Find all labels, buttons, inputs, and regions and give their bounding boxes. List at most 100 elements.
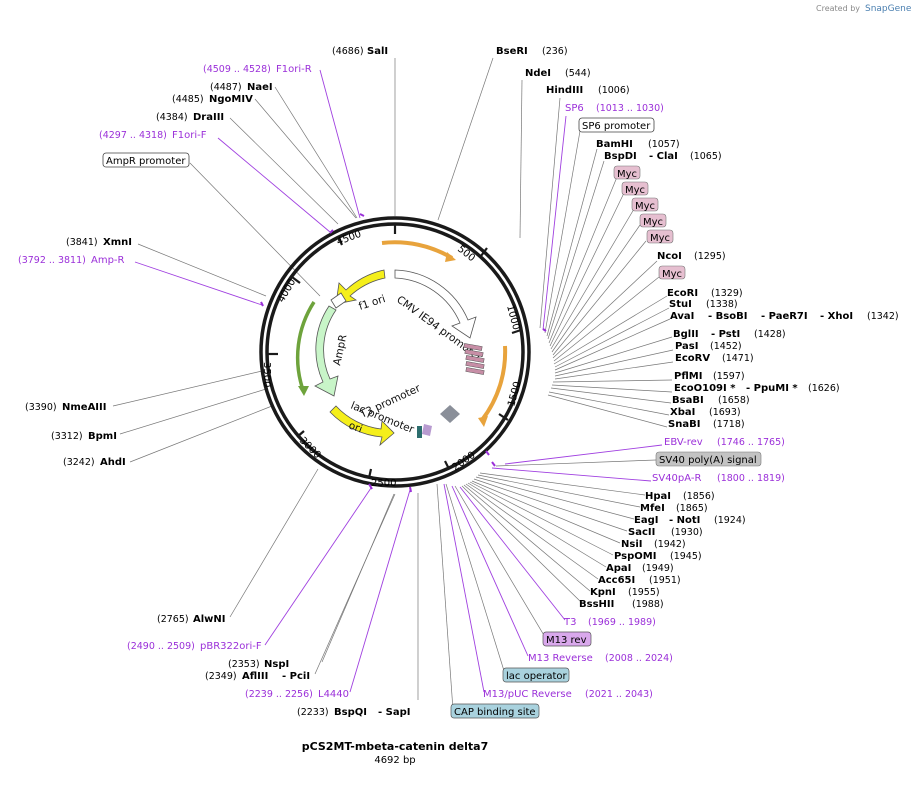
alwni-pos: (2765)	[157, 614, 189, 625]
pflmi-label: PflMI	[674, 371, 702, 382]
tick-3500: 3500	[261, 362, 272, 387]
t3-pos: (1969 .. 1989)	[588, 617, 656, 628]
ngomiv-label: NgoMIV	[209, 94, 253, 105]
mfei-label: MfeI	[640, 503, 665, 514]
ndei-pos: (544)	[565, 68, 591, 79]
afliii-label: AflIII	[242, 671, 268, 682]
xbai-label: XbaI	[670, 407, 695, 418]
ecori-pos: (1329)	[711, 288, 743, 299]
xmni-label: XmnI	[103, 237, 132, 248]
hpai-pos: (1856)	[683, 491, 715, 502]
ecorv-label: EcoRV	[675, 353, 710, 364]
sv40pa-r-pos: (1800 .. 1819)	[717, 473, 785, 484]
orange-arc-top	[381, 240, 454, 260]
alwni-label: AlwNI	[193, 614, 226, 625]
sv40-polya-mark	[440, 405, 460, 423]
lac-operator-mark	[417, 426, 422, 438]
noti-label: - NotI	[669, 515, 700, 526]
pcii-label: - PciI	[282, 671, 310, 682]
pspomi-pos: (1945)	[670, 551, 702, 562]
pasi-label: PasI	[675, 341, 698, 352]
ahdi-pos: (3242)	[63, 457, 95, 468]
ebv-rev-label: EBV-rev	[664, 437, 703, 448]
cmv-promoter-arrow	[394, 269, 477, 339]
primer-markers	[260, 213, 547, 493]
ampr-promoter-arrow	[330, 292, 347, 309]
ecoo109i-pos: (1626)	[808, 383, 840, 394]
nmeaiii-pos: (3390)	[25, 402, 57, 413]
f1ori-r-label: F1ori-R	[276, 64, 312, 75]
stui-pos: (1338)	[706, 299, 738, 310]
amp-r-label: Amp-R	[91, 255, 125, 266]
nsii-label: NsiI	[621, 539, 642, 550]
backbone-outer-ring	[259, 216, 531, 488]
snapgene-logo: SnapGene	[865, 4, 912, 14]
kpni-label: KpnI	[590, 587, 616, 598]
f1ori-f-pos: (4297 .. 4318)	[99, 130, 167, 141]
naei-label: NaeI	[247, 82, 273, 93]
ampr-label: AmpR	[331, 333, 349, 366]
sp6-pos: (1013 .. 1030)	[596, 103, 664, 114]
pflmi-pos: (1597)	[713, 371, 745, 382]
avai-label: AvaI	[670, 311, 694, 322]
ppumi-label: - PpuMI *	[746, 383, 798, 394]
avai-pos: (1342)	[867, 311, 899, 322]
cap-binding-box	[450, 703, 540, 719]
f1ori-r-pos: (4509 .. 4528)	[203, 64, 271, 75]
lac-operator-box	[502, 667, 570, 683]
afliii-pos: (2349)	[205, 671, 237, 682]
kpni-pos: (1955)	[628, 587, 660, 598]
tick-1000: 1000	[504, 304, 521, 331]
sali-label: SalI	[367, 46, 388, 57]
mfei-pos: (1865)	[676, 503, 708, 514]
ampr-promoter-label: AmpR promoter	[106, 156, 186, 167]
myc-box-2: Myc	[625, 185, 645, 196]
cap-binding-label: CAP binding site	[454, 707, 536, 718]
hindiii-label: HindIII	[546, 85, 583, 96]
pspomi-label: PspOMI	[614, 551, 656, 562]
pasi-pos: (1452)	[710, 341, 742, 352]
sp6-label: SP6	[565, 103, 584, 114]
snabi-pos: (1718)	[713, 419, 745, 430]
m13-puc-reverse-label: M13/pUC Reverse	[483, 689, 572, 700]
m13-reverse-label: M13 Reverse	[528, 653, 593, 664]
sapi-label: - SapI	[378, 707, 410, 718]
ori-arrow	[329, 405, 395, 447]
tick-2500: 2500	[371, 478, 396, 489]
bsshii-label: BssHII	[579, 599, 614, 610]
myc-box-1: Myc	[617, 169, 637, 180]
m13-reverse-pos: (2008 .. 2024)	[605, 653, 673, 664]
tick-2000: 2000	[450, 450, 477, 474]
sp6-promoter-box	[578, 117, 655, 133]
l4440-label: L4440	[318, 689, 349, 700]
clai-label: - ClaI	[649, 151, 678, 162]
myc-box-5: Myc	[650, 233, 670, 244]
tick-500: 500	[455, 244, 477, 264]
naei-pos: (4487)	[210, 82, 242, 93]
xbai-pos: (1693)	[709, 407, 741, 418]
acc65i-label: Acc65I	[598, 575, 635, 586]
f1-ori-arrow	[335, 269, 386, 305]
ncoi-label: NcoI	[657, 251, 682, 262]
bseri-label: BseRI	[496, 46, 528, 57]
bspdi-label: BspDI	[604, 151, 637, 162]
ecorv-pos: (1471)	[722, 353, 754, 364]
sp6-promoter-label: SP6 promoter	[582, 121, 651, 132]
nsii-pos: (1942)	[654, 539, 686, 550]
sacii-label: SacII	[628, 527, 655, 538]
acc65i-pos: (1951)	[649, 575, 681, 586]
ori-label: ori	[347, 420, 364, 436]
myc-repeats	[463, 343, 485, 375]
bseri-pos: (236)	[542, 46, 568, 57]
lac-operator-label: lac operator	[506, 671, 567, 682]
bsshii-pos: (1988)	[632, 599, 664, 610]
myc-box-4: Myc	[643, 217, 663, 228]
ampr-green-arc-head	[298, 386, 309, 396]
leader-lines	[112, 57, 674, 711]
nspi-pos: (2353)	[228, 659, 260, 670]
t3-label: T3	[563, 617, 576, 628]
pbr322ori-f-pos: (2490 .. 2509)	[127, 641, 195, 652]
credit-created-by: Created by	[816, 4, 860, 13]
myc-box-3: Myc	[635, 201, 655, 212]
hpai-label: HpaI	[645, 491, 671, 502]
